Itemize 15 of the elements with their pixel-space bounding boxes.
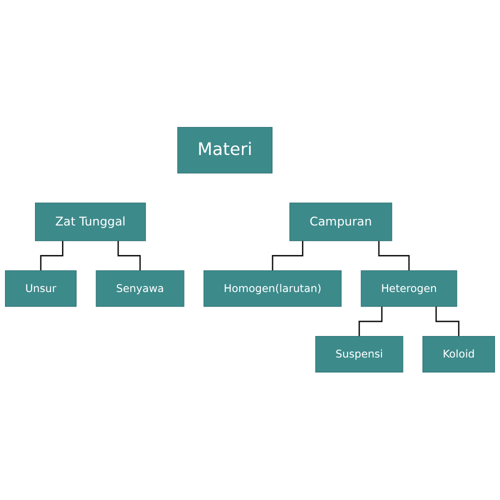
connector xyxy=(272,241,304,272)
node-box: Zat Tunggal xyxy=(34,202,146,242)
connector xyxy=(435,306,460,338)
connector xyxy=(118,241,141,272)
node-box: Heterogen xyxy=(360,270,458,308)
connector xyxy=(358,306,383,338)
node-box: Senyawa xyxy=(96,270,184,308)
node-box: Campuran xyxy=(289,202,392,242)
node-box: Suspensi xyxy=(315,336,404,373)
connector xyxy=(378,241,410,272)
node-box: Materi xyxy=(177,127,272,174)
node-box: Homogen(larutan) xyxy=(204,270,342,308)
connector xyxy=(40,241,64,272)
node-box: Koloid xyxy=(422,336,496,373)
node-box: Unsur xyxy=(4,270,77,308)
